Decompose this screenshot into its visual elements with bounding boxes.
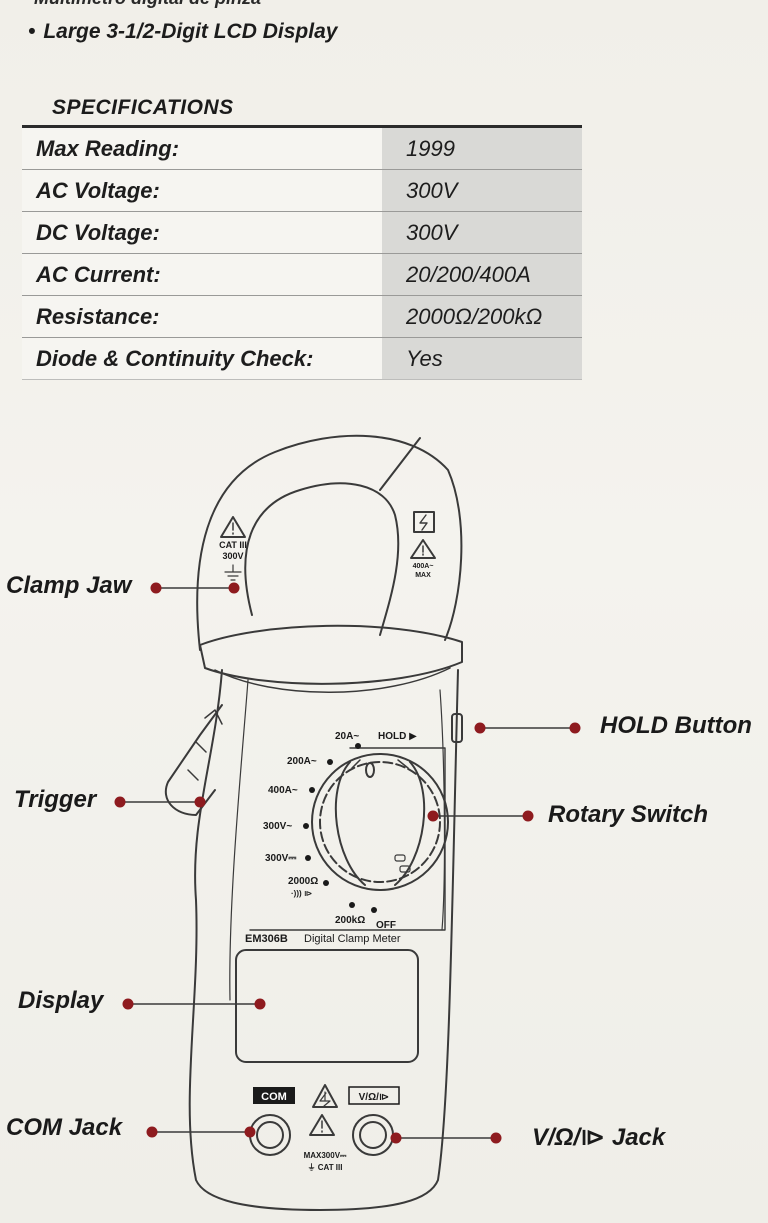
dial-label-200kohm: 200kΩ bbox=[335, 915, 365, 926]
jaw-warning-left-icon bbox=[220, 516, 246, 538]
jaw-warning-left-line1: CAT III bbox=[219, 540, 247, 550]
jaw-collar bbox=[199, 624, 463, 685]
trigger-shape bbox=[165, 704, 223, 816]
com-label: COM bbox=[261, 1091, 287, 1103]
callout-dot bbox=[194, 796, 206, 808]
callout-dot bbox=[569, 722, 581, 734]
spec-value: 1999 bbox=[382, 128, 582, 169]
callout-dot bbox=[474, 722, 486, 734]
callout-display: Display bbox=[18, 987, 104, 1014]
com-label-box bbox=[253, 1087, 295, 1104]
jack-warning-line2: ⏚ CAT III bbox=[308, 1163, 343, 1172]
specs-title: SPECIFICATIONS bbox=[52, 96, 234, 119]
callout-dot bbox=[427, 810, 439, 822]
callout-dot bbox=[122, 998, 134, 1010]
jaw-warning-right-line2: MAX bbox=[415, 572, 431, 579]
dial-label-diode: ·))) ⧐ bbox=[291, 889, 312, 898]
feature-text: Large 3-1/2-Digit LCD Display bbox=[43, 20, 338, 43]
rotary-switch-outer bbox=[311, 753, 449, 891]
rotary-switch-knob bbox=[334, 761, 426, 886]
spec-label: Resistance: bbox=[22, 296, 382, 337]
meter-name: Digital Clamp Meter bbox=[304, 933, 401, 945]
dial-label-20a: 20A~ bbox=[335, 731, 359, 742]
spec-table: Max Reading: 1999 AC Voltage: 300V DC Vo… bbox=[22, 125, 582, 380]
spec-label: DC Voltage: bbox=[22, 212, 382, 253]
callout-dot bbox=[390, 1132, 402, 1144]
dial-label-300v-dc: 300V⎓ bbox=[265, 853, 296, 864]
meter-model: EM306B bbox=[245, 933, 288, 945]
jaw-split-line bbox=[379, 437, 421, 491]
v-label-box bbox=[348, 1086, 400, 1105]
spec-value: Yes bbox=[382, 338, 582, 379]
clamp-jaw-outline bbox=[196, 434, 463, 651]
spec-label: Diode & Continuity Check: bbox=[22, 338, 382, 379]
spec-row: AC Current: 20/200/400A bbox=[22, 254, 582, 296]
dial-label-2000ohm: 2000Ω bbox=[288, 876, 318, 887]
callout-dot bbox=[244, 1126, 256, 1138]
spec-value: 20/200/400A bbox=[382, 254, 582, 295]
dial-label-200a: 200A~ bbox=[287, 756, 317, 767]
callout-clamp-jaw: Clamp Jaw bbox=[6, 572, 132, 599]
callout-hold-button: HOLD Button bbox=[600, 712, 752, 739]
clamp-jaw-opening bbox=[244, 482, 400, 636]
dial-label-400a: 400A~ bbox=[268, 785, 298, 796]
jaw-warning-right-icon bbox=[410, 539, 436, 559]
jaw-lightning-icon bbox=[413, 511, 435, 533]
bullet: • bbox=[28, 20, 36, 43]
callout-dot bbox=[490, 1132, 502, 1144]
spec-label: Max Reading: bbox=[22, 128, 382, 169]
jack-warning-line1: MAX300V⎓ bbox=[304, 1151, 347, 1160]
callout-dot bbox=[228, 582, 240, 594]
callout-rotary-switch: Rotary Switch bbox=[548, 801, 709, 828]
spec-value: 300V bbox=[382, 212, 582, 253]
callout-dot bbox=[150, 582, 162, 594]
spec-label: AC Voltage: bbox=[22, 170, 382, 211]
jack-caution-icon bbox=[309, 1114, 335, 1136]
feature-item: • Large 3-1/2-Digit LCD Display bbox=[28, 20, 337, 44]
dial-panel bbox=[249, 747, 446, 931]
hold-button bbox=[451, 713, 463, 743]
callout-dot bbox=[114, 796, 126, 808]
spec-value: 2000Ω/200kΩ bbox=[382, 296, 582, 337]
spec-label: AC Current: bbox=[22, 254, 382, 295]
display-window bbox=[235, 949, 419, 1063]
callout-dot bbox=[146, 1126, 158, 1138]
cut-off-header: Multímetro digital de pinza bbox=[34, 0, 261, 9]
callout-trigger: Trigger bbox=[14, 786, 97, 813]
spec-row: AC Voltage: 300V bbox=[22, 170, 582, 212]
spec-row: Diode & Continuity Check: Yes bbox=[22, 338, 582, 380]
dial-label-off: OFF bbox=[376, 920, 396, 931]
meter-body bbox=[188, 669, 459, 1211]
callout-v-ohm-jack: V/Ω/⧐ Jack bbox=[532, 1124, 666, 1151]
jaw-warning-left-line2: 300V bbox=[222, 551, 243, 561]
spec-row: Max Reading: 1999 bbox=[22, 128, 582, 170]
callout-com-jack: COM Jack bbox=[6, 1114, 123, 1141]
dial-label-hold: HOLD ▶ bbox=[378, 731, 417, 742]
jaw-warning-right-line1: 400A~ bbox=[413, 563, 434, 570]
spec-value: 300V bbox=[382, 170, 582, 211]
callout-dot bbox=[522, 810, 534, 822]
jack-warning-icon bbox=[312, 1084, 338, 1108]
spec-row: DC Voltage: 300V bbox=[22, 212, 582, 254]
callout-dot bbox=[254, 998, 266, 1010]
spec-row: Resistance: 2000Ω/200kΩ bbox=[22, 296, 582, 338]
v-label: V/Ω/⧐ bbox=[359, 1092, 390, 1103]
dial-label-300v-ac: 300V~ bbox=[263, 821, 292, 832]
